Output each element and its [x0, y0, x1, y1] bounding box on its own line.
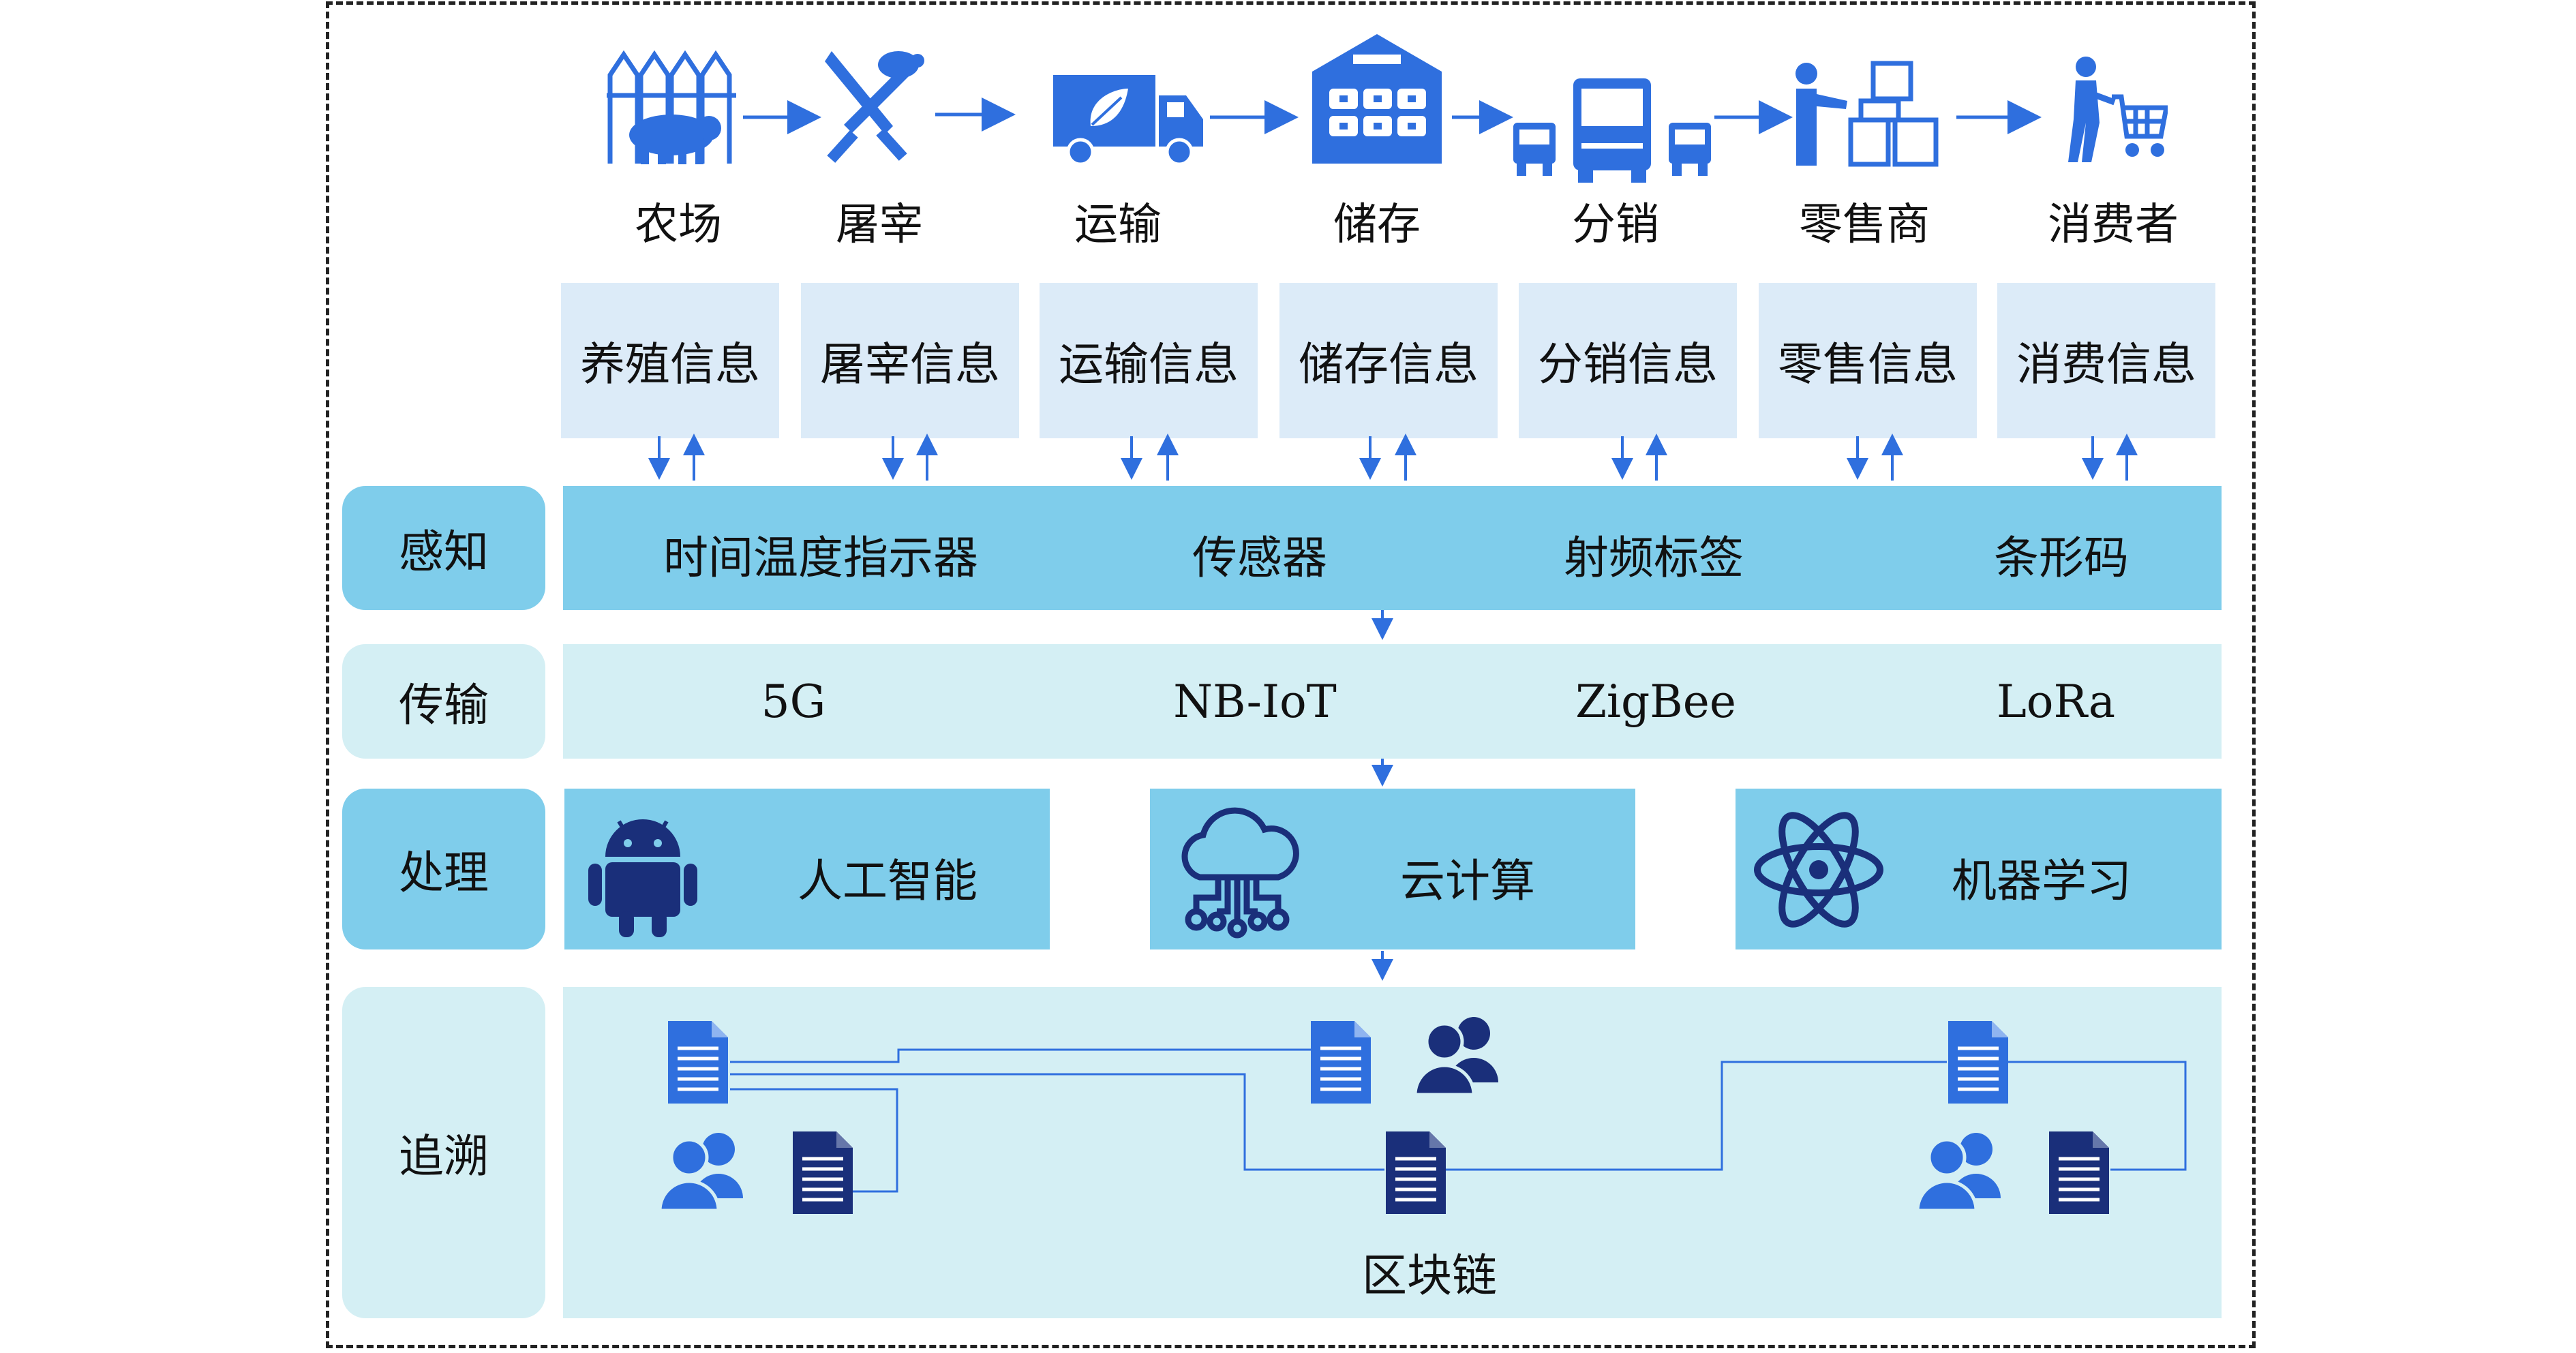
processing-label-cloud: 云计算	[1400, 855, 1535, 907]
info-box-distribution: 分销信息	[1519, 283, 1737, 438]
traceability-band: 区块链	[563, 987, 2222, 1318]
document-icon	[1947, 1020, 2010, 1105]
info-box-transport: 运输信息	[1040, 283, 1258, 438]
consumer-icon	[2059, 55, 2168, 164]
layer-label-perception: 感知	[342, 486, 545, 610]
ledger-icon	[1384, 1130, 1447, 1215]
users-icon	[1916, 1130, 2005, 1212]
blockchain-label: 区块链	[1362, 1249, 1497, 1302]
truck-icon	[1050, 72, 1207, 167]
processing-box-cloud: 云计算	[1150, 789, 1635, 949]
perception-item-barcode: 条形码	[1994, 532, 2129, 584]
layer-flow-arrows	[1372, 759, 1393, 981]
diagram-frame	[326, 1, 2256, 1348]
stage-label-farm: 农场	[635, 200, 722, 250]
ledger-icon	[791, 1130, 854, 1215]
layer-label-processing: 处理	[342, 789, 545, 949]
stage-flow-arrows	[743, 97, 2042, 134]
processing-box-ml: 机器学习	[1736, 789, 2222, 949]
layer-label-traceability: 追溯	[342, 987, 545, 1318]
perception-item-rfid: 射频标签	[1564, 532, 1744, 584]
slaughter-icon	[818, 44, 934, 167]
atom-icon	[1751, 804, 1887, 937]
warehouse-icon	[1309, 31, 1445, 167]
stage-label-distribution: 分销	[1572, 200, 1659, 250]
distribution-icon	[1510, 75, 1714, 184]
users-icon	[1414, 1014, 1502, 1096]
blockchain-network	[730, 1048, 2187, 1193]
info-box-retail: 零售信息	[1759, 283, 1977, 438]
perception-item-sensor: 传感器	[1192, 532, 1327, 584]
farm-icon	[603, 48, 740, 170]
info-box-consumption: 消费信息	[1997, 283, 2215, 438]
transmission-item-zigbee: ZigBee	[1575, 675, 1736, 728]
transmission-item-nbiot: NB-IoT	[1173, 675, 1337, 728]
retailer-icon	[1786, 60, 1943, 169]
document-icon	[1309, 1020, 1372, 1105]
transmission-band: 5G NB-IoT ZigBee LoRa	[563, 644, 2222, 759]
info-box-farming: 养殖信息	[561, 283, 779, 438]
info-exchange-arrows	[648, 434, 2138, 640]
stage-label-storage: 储存	[1333, 200, 1421, 250]
processing-label-ml: 机器学习	[1952, 855, 2132, 907]
perception-band: 时间温度指示器 传感器 射频标签 条形码	[563, 486, 2222, 610]
users-icon	[658, 1130, 747, 1212]
layer-label-transmission: 传输	[342, 644, 545, 759]
transmission-item-5g: 5G	[761, 675, 826, 728]
info-box-storage: 储存信息	[1279, 283, 1498, 438]
processing-box-ai: 人工智能	[564, 789, 1050, 949]
android-icon	[585, 809, 701, 939]
processing-label-ai: 人工智能	[798, 855, 978, 907]
stage-label-retailer: 零售商	[1799, 200, 1930, 250]
stage-label-transport: 运输	[1074, 200, 1162, 250]
document-icon	[667, 1020, 729, 1105]
cloud-icon	[1169, 802, 1305, 939]
stage-label-consumer: 消费者	[2048, 200, 2179, 250]
info-box-slaughter: 屠宰信息	[801, 283, 1019, 438]
perception-item-tti: 时间温度指示器	[663, 532, 978, 584]
stage-label-slaughter: 屠宰	[836, 200, 923, 250]
transmission-item-lora: LoRa	[1996, 675, 2116, 728]
ledger-icon	[2048, 1130, 2110, 1215]
